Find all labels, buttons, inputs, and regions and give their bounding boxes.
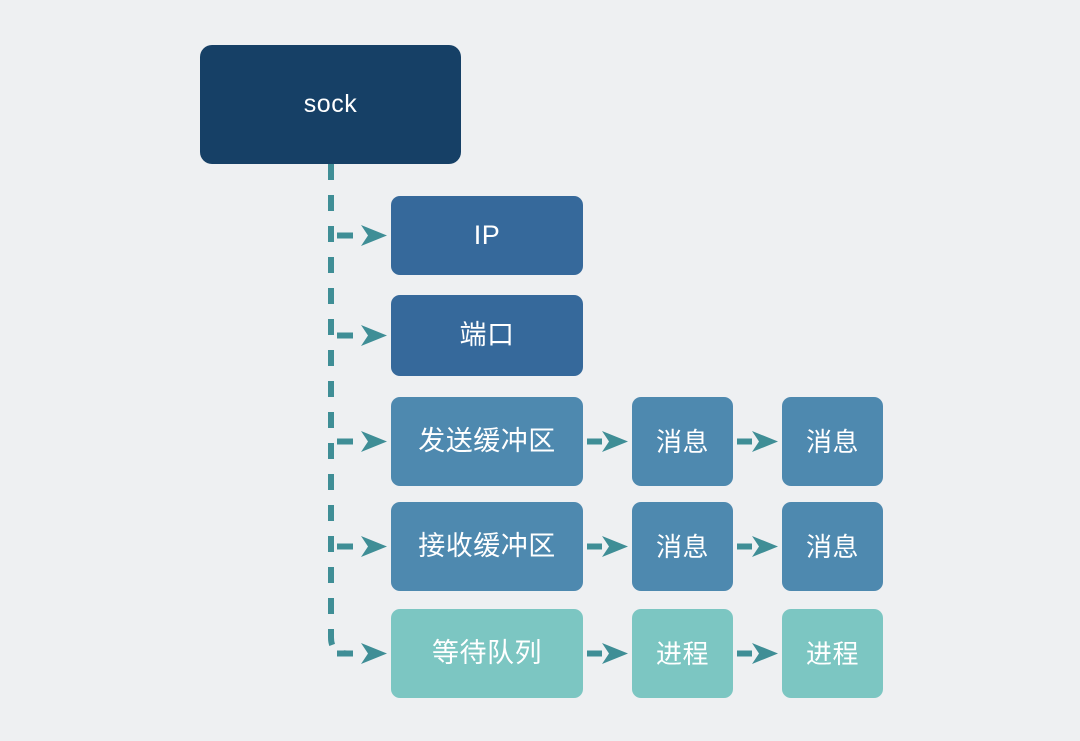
node-branch-1[interactable]: 端口 xyxy=(391,295,583,376)
node-branch-3[interactable]: 接收缓冲区 xyxy=(391,502,583,591)
node-label: 进程 xyxy=(805,638,859,669)
node-branch-3-child-1[interactable]: 消息 xyxy=(782,502,883,591)
trunk-edge xyxy=(328,164,348,657)
branch-arrowhead-1 xyxy=(361,325,387,346)
node-branch-4-child-0[interactable]: 进程 xyxy=(632,609,733,698)
node-label: sock xyxy=(303,90,358,118)
child-arrowhead-3-0 xyxy=(602,536,628,557)
node-label: 消息 xyxy=(805,531,859,562)
node-label: 接收缓冲区 xyxy=(418,531,556,561)
child-arrowhead-3-1 xyxy=(752,536,778,557)
node-branch-0[interactable]: IP xyxy=(391,196,583,275)
child-arrowhead-2-1 xyxy=(752,431,778,452)
branch-arrowhead-0 xyxy=(361,225,387,246)
branch-arrowhead-4 xyxy=(361,643,387,664)
node-branch-4-child-1[interactable]: 进程 xyxy=(782,609,883,698)
child-arrowhead-2-0 xyxy=(602,431,628,452)
node-branch-2-child-0[interactable]: 消息 xyxy=(632,397,733,486)
node-sock[interactable]: sock xyxy=(200,45,461,164)
child-arrowhead-4-0 xyxy=(602,643,628,664)
child-arrowhead-4-1 xyxy=(752,643,778,664)
node-branch-2[interactable]: 发送缓冲区 xyxy=(391,397,583,486)
branch-arrowhead-2 xyxy=(361,431,387,452)
node-label: 进程 xyxy=(655,638,709,669)
node-label: 消息 xyxy=(805,426,859,457)
node-label: 消息 xyxy=(655,531,709,562)
branch-arrowhead-3 xyxy=(361,536,387,557)
node-branch-3-child-0[interactable]: 消息 xyxy=(632,502,733,591)
node-label: 等待队列 xyxy=(432,638,542,668)
node-branch-2-child-1[interactable]: 消息 xyxy=(782,397,883,486)
node-label: 发送缓冲区 xyxy=(418,426,556,456)
node-label: 消息 xyxy=(655,426,709,457)
node-label: IP xyxy=(473,220,501,250)
node-label: 端口 xyxy=(459,320,515,350)
node-branch-4[interactable]: 等待队列 xyxy=(391,609,583,698)
